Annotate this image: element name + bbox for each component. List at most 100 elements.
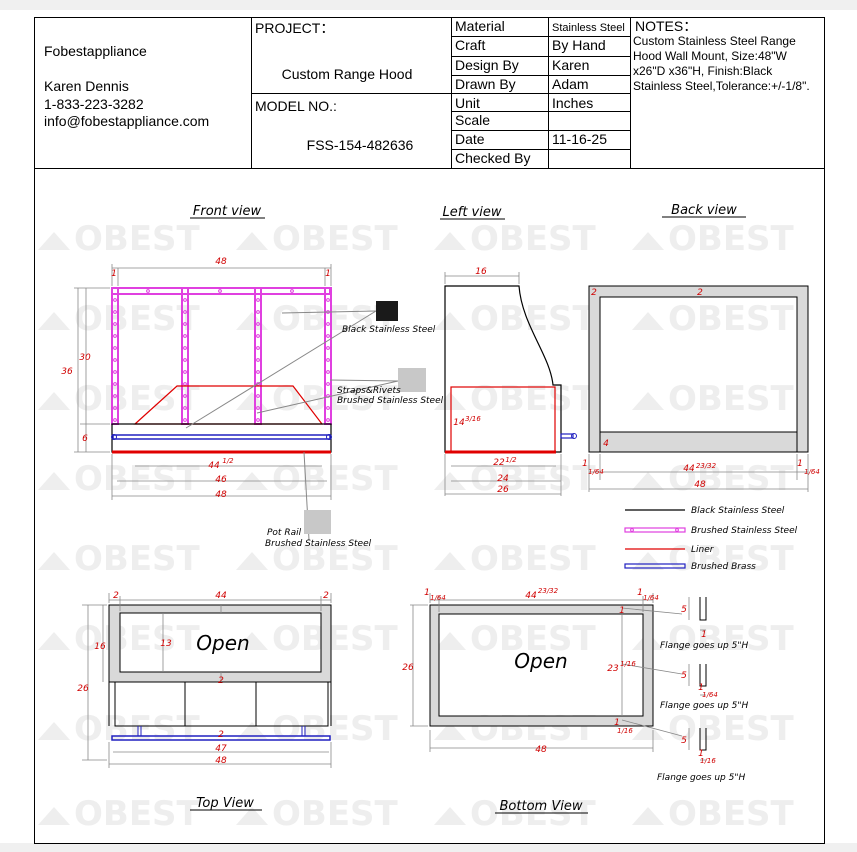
left-dim-liner-height-frac: 3/16 [465, 415, 481, 423]
watermark-tile: OBEST [632, 459, 795, 499]
flange-note-1: Flange goes up 5"H [660, 641, 748, 651]
company-name: Fobestappliance [44, 43, 147, 59]
top-dim-opening: 16 [94, 642, 106, 652]
spec-label: Scale [455, 112, 490, 128]
rivet [146, 289, 150, 293]
spec-label: Unit [455, 95, 480, 111]
rivet [326, 382, 330, 386]
back-dim-wall-top: 2 [697, 288, 703, 298]
watermark-text: OBEST [668, 459, 795, 499]
watermark-text: OBEST [272, 459, 399, 499]
callout-pot-rail-material: Brushed Stainless Steel [265, 539, 372, 549]
model-label: MODEL NO.: [255, 98, 337, 114]
top-lower-frame [114, 681, 329, 727]
top-pot-rail [111, 735, 331, 741]
watermark-tile: OBEST [38, 794, 201, 834]
project-label: PROJECT： [255, 20, 334, 36]
rivet [183, 322, 187, 326]
brushed-ss-swatch [398, 368, 426, 392]
watermark-text: OBEST [668, 539, 795, 579]
left-view-title: Left view [443, 205, 502, 220]
back-dim-overall: 48 [694, 480, 706, 490]
flange-w2: 1 [698, 683, 704, 693]
spec-label: Drawn By [455, 76, 516, 92]
watermark-text: OBEST [74, 299, 201, 339]
callout-pot-rail: Pot Rail [267, 528, 302, 538]
bottom-open-label: Open [514, 649, 567, 673]
watermark-text: OBEST [74, 709, 201, 749]
rivet [113, 382, 117, 386]
legend-label: Liner [691, 545, 715, 555]
left-dim-width-overall: 26 [497, 485, 509, 495]
watermark-text: OBEST [470, 619, 597, 659]
rivet [183, 346, 187, 350]
contact-phone: 1-833-223-3282 [44, 96, 144, 112]
rivet [326, 346, 330, 350]
front-dim-band: 46 [215, 475, 227, 485]
rivet [256, 322, 260, 326]
spec-value: Karen [552, 57, 589, 73]
watermark-tile: OBEST [632, 794, 795, 834]
bottom-dim-side-right-frac: 1/64 [643, 594, 659, 602]
watermark-text: OBEST [272, 539, 399, 579]
top-dim-overall-depth: 26 [77, 684, 89, 694]
bottom-view-title: Bottom View [500, 799, 583, 814]
legend-label: Brushed Stainless Steel [691, 526, 798, 536]
notes-line: Hood Wall Mount, Size:48"W [633, 49, 788, 63]
front-dim-height-band: 6 [82, 434, 88, 444]
rivet [256, 406, 260, 410]
legend-item: Brushed Stainless Steel [624, 526, 798, 536]
top-view-title: Top View [196, 796, 254, 811]
flange-details: 5 1 5 1 1/64 5 1 1/16 Flange goes up 5"H… [657, 597, 748, 783]
watermark-text: OBEST [470, 709, 597, 749]
front-dim-liner: 44 [208, 461, 220, 471]
rivet [256, 370, 260, 374]
watermark-tile: OBEST [434, 379, 597, 419]
top-dim-overall-width: 48 [215, 756, 227, 766]
rivet [326, 406, 330, 410]
top-dim-lower: 2 [218, 730, 224, 740]
left-view: 16 14 3/16 22 1/2 24 26 [444, 267, 577, 496]
rivet [256, 358, 260, 362]
back-dim-side-right-frac: 1/64 [804, 468, 820, 476]
rivet [256, 394, 260, 398]
rivet [113, 322, 117, 326]
bottom-dim-inner: 44 [525, 591, 537, 601]
top-dim-inner-width: 44 [215, 591, 227, 601]
rivet [326, 418, 330, 422]
model-value: FSS-154-482636 [307, 137, 414, 153]
rivet [290, 289, 294, 293]
pot-rail-swatch [304, 510, 331, 534]
contact-email: info@fobestappliance.com [44, 113, 209, 129]
top-dim-divider: 2 [218, 676, 224, 686]
top-dim-rail: 47 [215, 744, 227, 754]
rivet [113, 418, 117, 422]
notes-line: x26"D x36"H, Finish:Black [633, 64, 773, 78]
black-ss-swatch [376, 301, 398, 321]
legend-item: Black Stainless Steel [625, 506, 785, 516]
watermark-tile: OBEST [434, 619, 597, 659]
watermark-text: OBEST [470, 219, 597, 259]
callout-black-ss: Black Stainless Steel [342, 325, 436, 335]
left-dim-liner-height: 14 [453, 418, 465, 428]
rivet [113, 394, 117, 398]
sheet-border [34, 17, 825, 844]
rivet [113, 310, 117, 314]
flange-h3: 5 [681, 736, 687, 746]
rivet [113, 370, 117, 374]
watermark-text: OBEST [470, 794, 597, 834]
front-dim-height-total: 36 [61, 367, 73, 377]
rivet [256, 298, 260, 302]
legend-item: Liner [625, 545, 715, 555]
front-dim-liner-frac: 1/2 [222, 457, 234, 465]
front-view-title: Front view [193, 204, 262, 219]
spec-value: By Hand [552, 37, 606, 53]
top-dim-inner-height: 13 [160, 639, 172, 649]
flange-h1: 5 [681, 605, 687, 615]
bottom-dim-top-corner: 1 [619, 606, 625, 616]
rivet [113, 298, 117, 302]
title-block [251, 17, 631, 169]
watermark-text: OBEST [74, 219, 201, 259]
